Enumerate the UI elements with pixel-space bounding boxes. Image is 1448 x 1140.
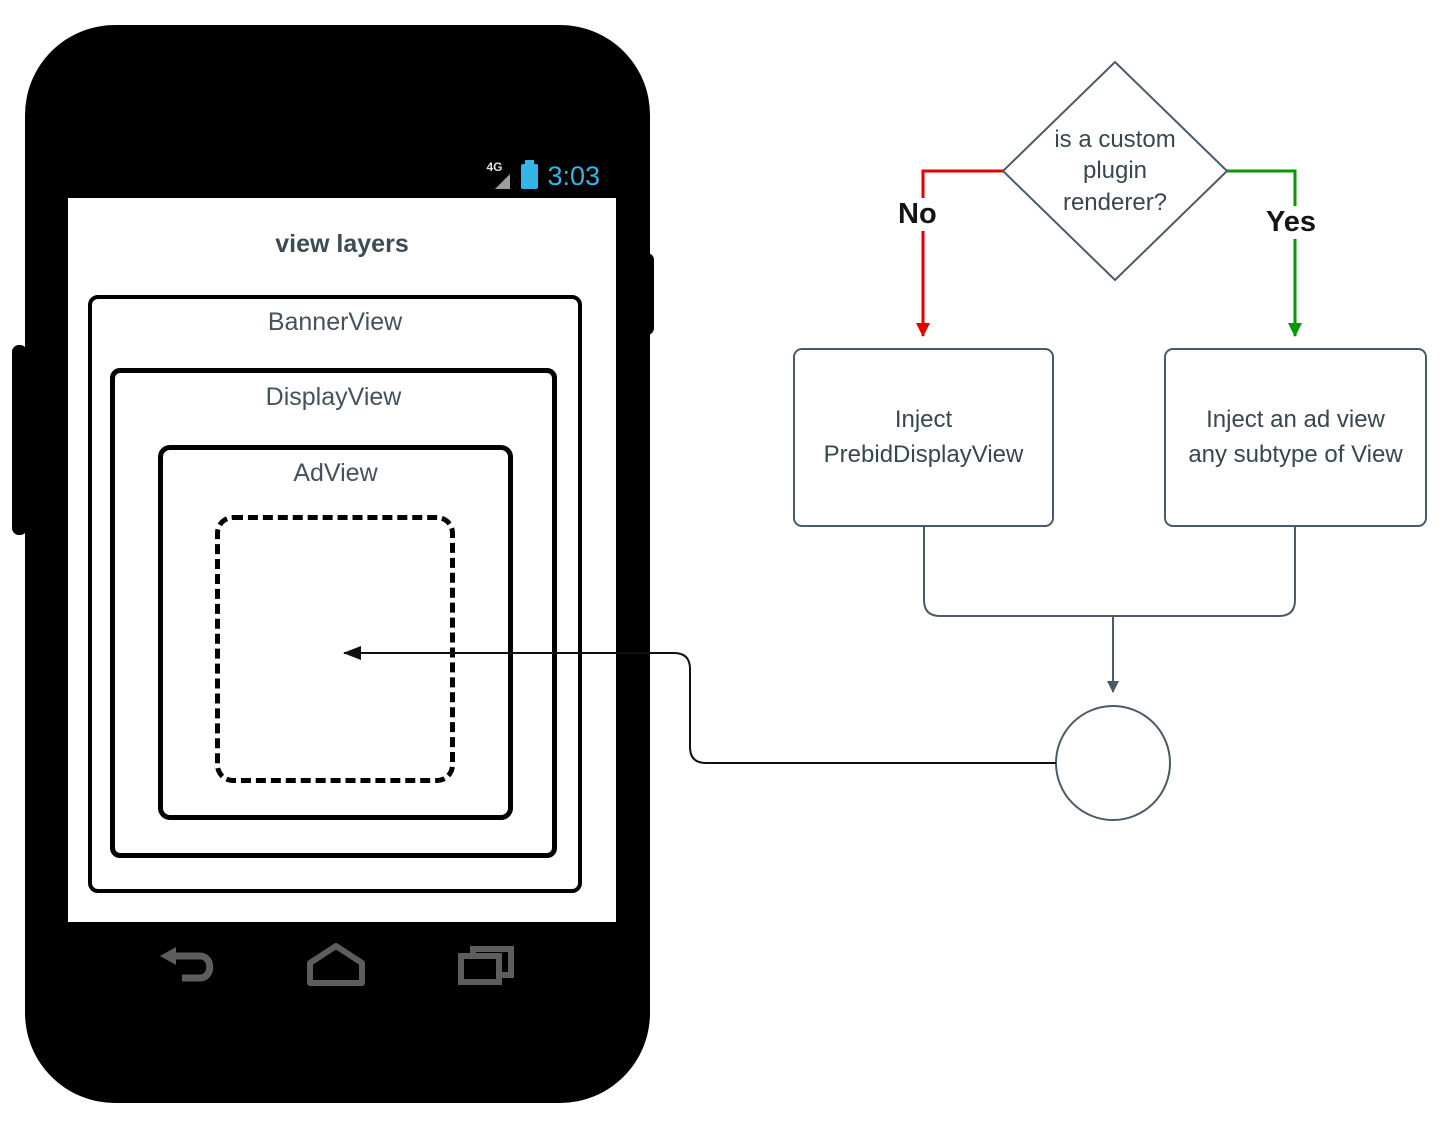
network-type-label: 4G <box>486 160 503 174</box>
banner-view-label: BannerView <box>267 308 403 336</box>
recents-icon <box>458 946 514 985</box>
status-clock: 3:03 <box>547 160 600 191</box>
back-icon <box>160 947 214 982</box>
injected-view-slot <box>215 515 455 783</box>
inject-prebid-display-view-text: Inject PrebidDisplayView <box>823 406 1024 468</box>
decision-label: is a custom plugin renderer? <box>1054 126 1176 216</box>
display-view-layer <box>110 368 557 858</box>
battery-icon <box>521 159 539 189</box>
terminal-circle <box>1055 705 1171 821</box>
inject-ad-view-text: Inject an ad view any subtype of View <box>1188 406 1403 468</box>
cellular-signal-icon: 4G <box>486 160 512 189</box>
inject-ad-view-box: Inject an ad view any subtype of View <box>1164 348 1427 527</box>
banner-view-layer <box>88 295 582 893</box>
ad-view-layer <box>158 445 513 820</box>
no-branch-label: No <box>894 198 941 231</box>
phone-status-bar: 4G 3:03 <box>68 156 616 196</box>
signal-triangle-icon <box>495 174 511 189</box>
merge-left-connector <box>923 527 1113 617</box>
no-connector <box>916 169 1003 337</box>
display-view-label: DisplayView <box>265 383 402 411</box>
ad-view-label: AdView <box>293 459 378 487</box>
inject-prebid-display-view-box: Inject PrebidDisplayView <box>793 348 1054 527</box>
merge-right-connector <box>1113 527 1296 617</box>
screen-title: view layers <box>275 230 409 258</box>
yes-connector <box>1227 169 1302 337</box>
phone-volume-button <box>12 345 27 535</box>
home-icon <box>307 943 365 986</box>
yes-branch-label: Yes <box>1262 206 1320 239</box>
